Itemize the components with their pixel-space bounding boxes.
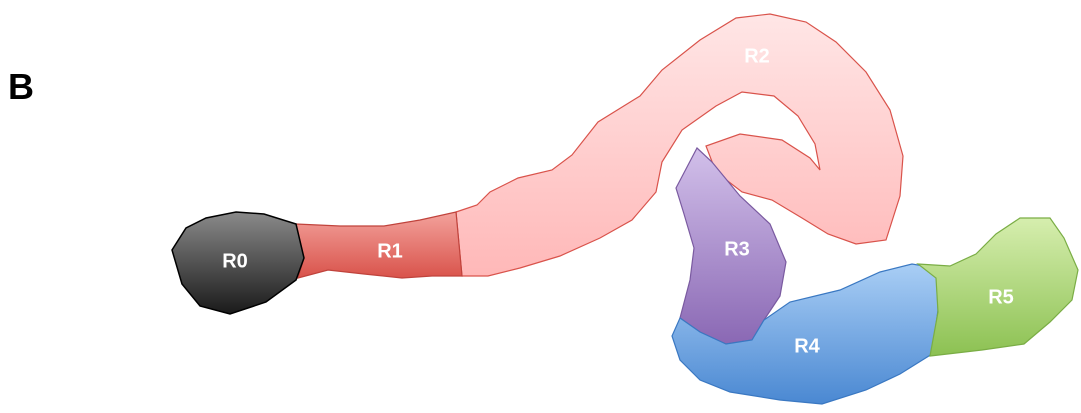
region-r5-label: R5: [988, 286, 1014, 308]
region-r4-label: R4: [794, 335, 820, 357]
region-r2-shape: [456, 14, 903, 276]
region-r1-label: R1: [377, 240, 403, 262]
region-r0-label: R0: [222, 250, 248, 272]
region-r3-label: R3: [724, 238, 750, 260]
region-r2-label: R2: [744, 45, 770, 67]
